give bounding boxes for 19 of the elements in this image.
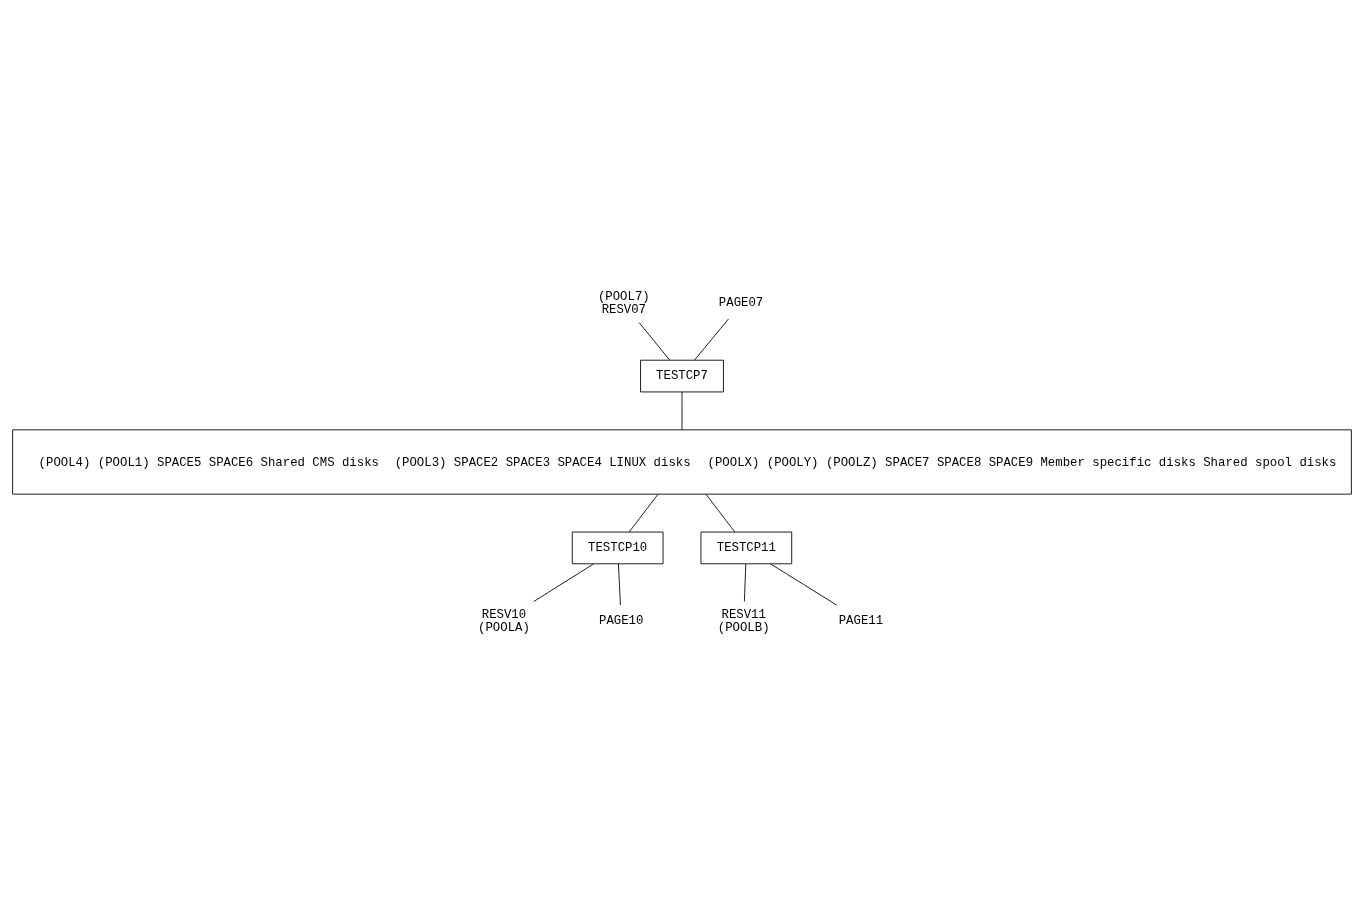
connector xyxy=(770,563,838,606)
node-box: TESTCP11 xyxy=(700,531,793,564)
node-box: TESTCP10 xyxy=(571,531,664,564)
connector xyxy=(694,318,729,360)
connector xyxy=(617,563,621,606)
node-box: (POOL4) (POOL1) SPACE5 SPACE6 Shared CMS disks (POOL3) SPACE2 SPACE3 SPACE4 LINUX disks (POOLX) (POOLY) (POOLZ) SPACE7 SPACE8 SPACE9 Member specific disks Shared spool disks xyxy=(12,428,1352,495)
connector xyxy=(628,493,659,532)
node-text: RESV11 (POOLB) xyxy=(717,607,770,635)
node-text: (POOL7) RESV07 xyxy=(597,289,650,317)
connector xyxy=(681,391,683,430)
connector xyxy=(705,493,736,532)
node-text: PAGE07 xyxy=(718,295,764,310)
node-text: PAGE10 xyxy=(598,613,644,628)
connector xyxy=(638,321,671,361)
connector xyxy=(533,563,594,602)
connector xyxy=(743,563,747,602)
node-text: RESV10 (POOLA) xyxy=(478,607,530,635)
node-box: TESTCP7 xyxy=(640,359,724,392)
node-text: PAGE11 xyxy=(838,613,884,628)
